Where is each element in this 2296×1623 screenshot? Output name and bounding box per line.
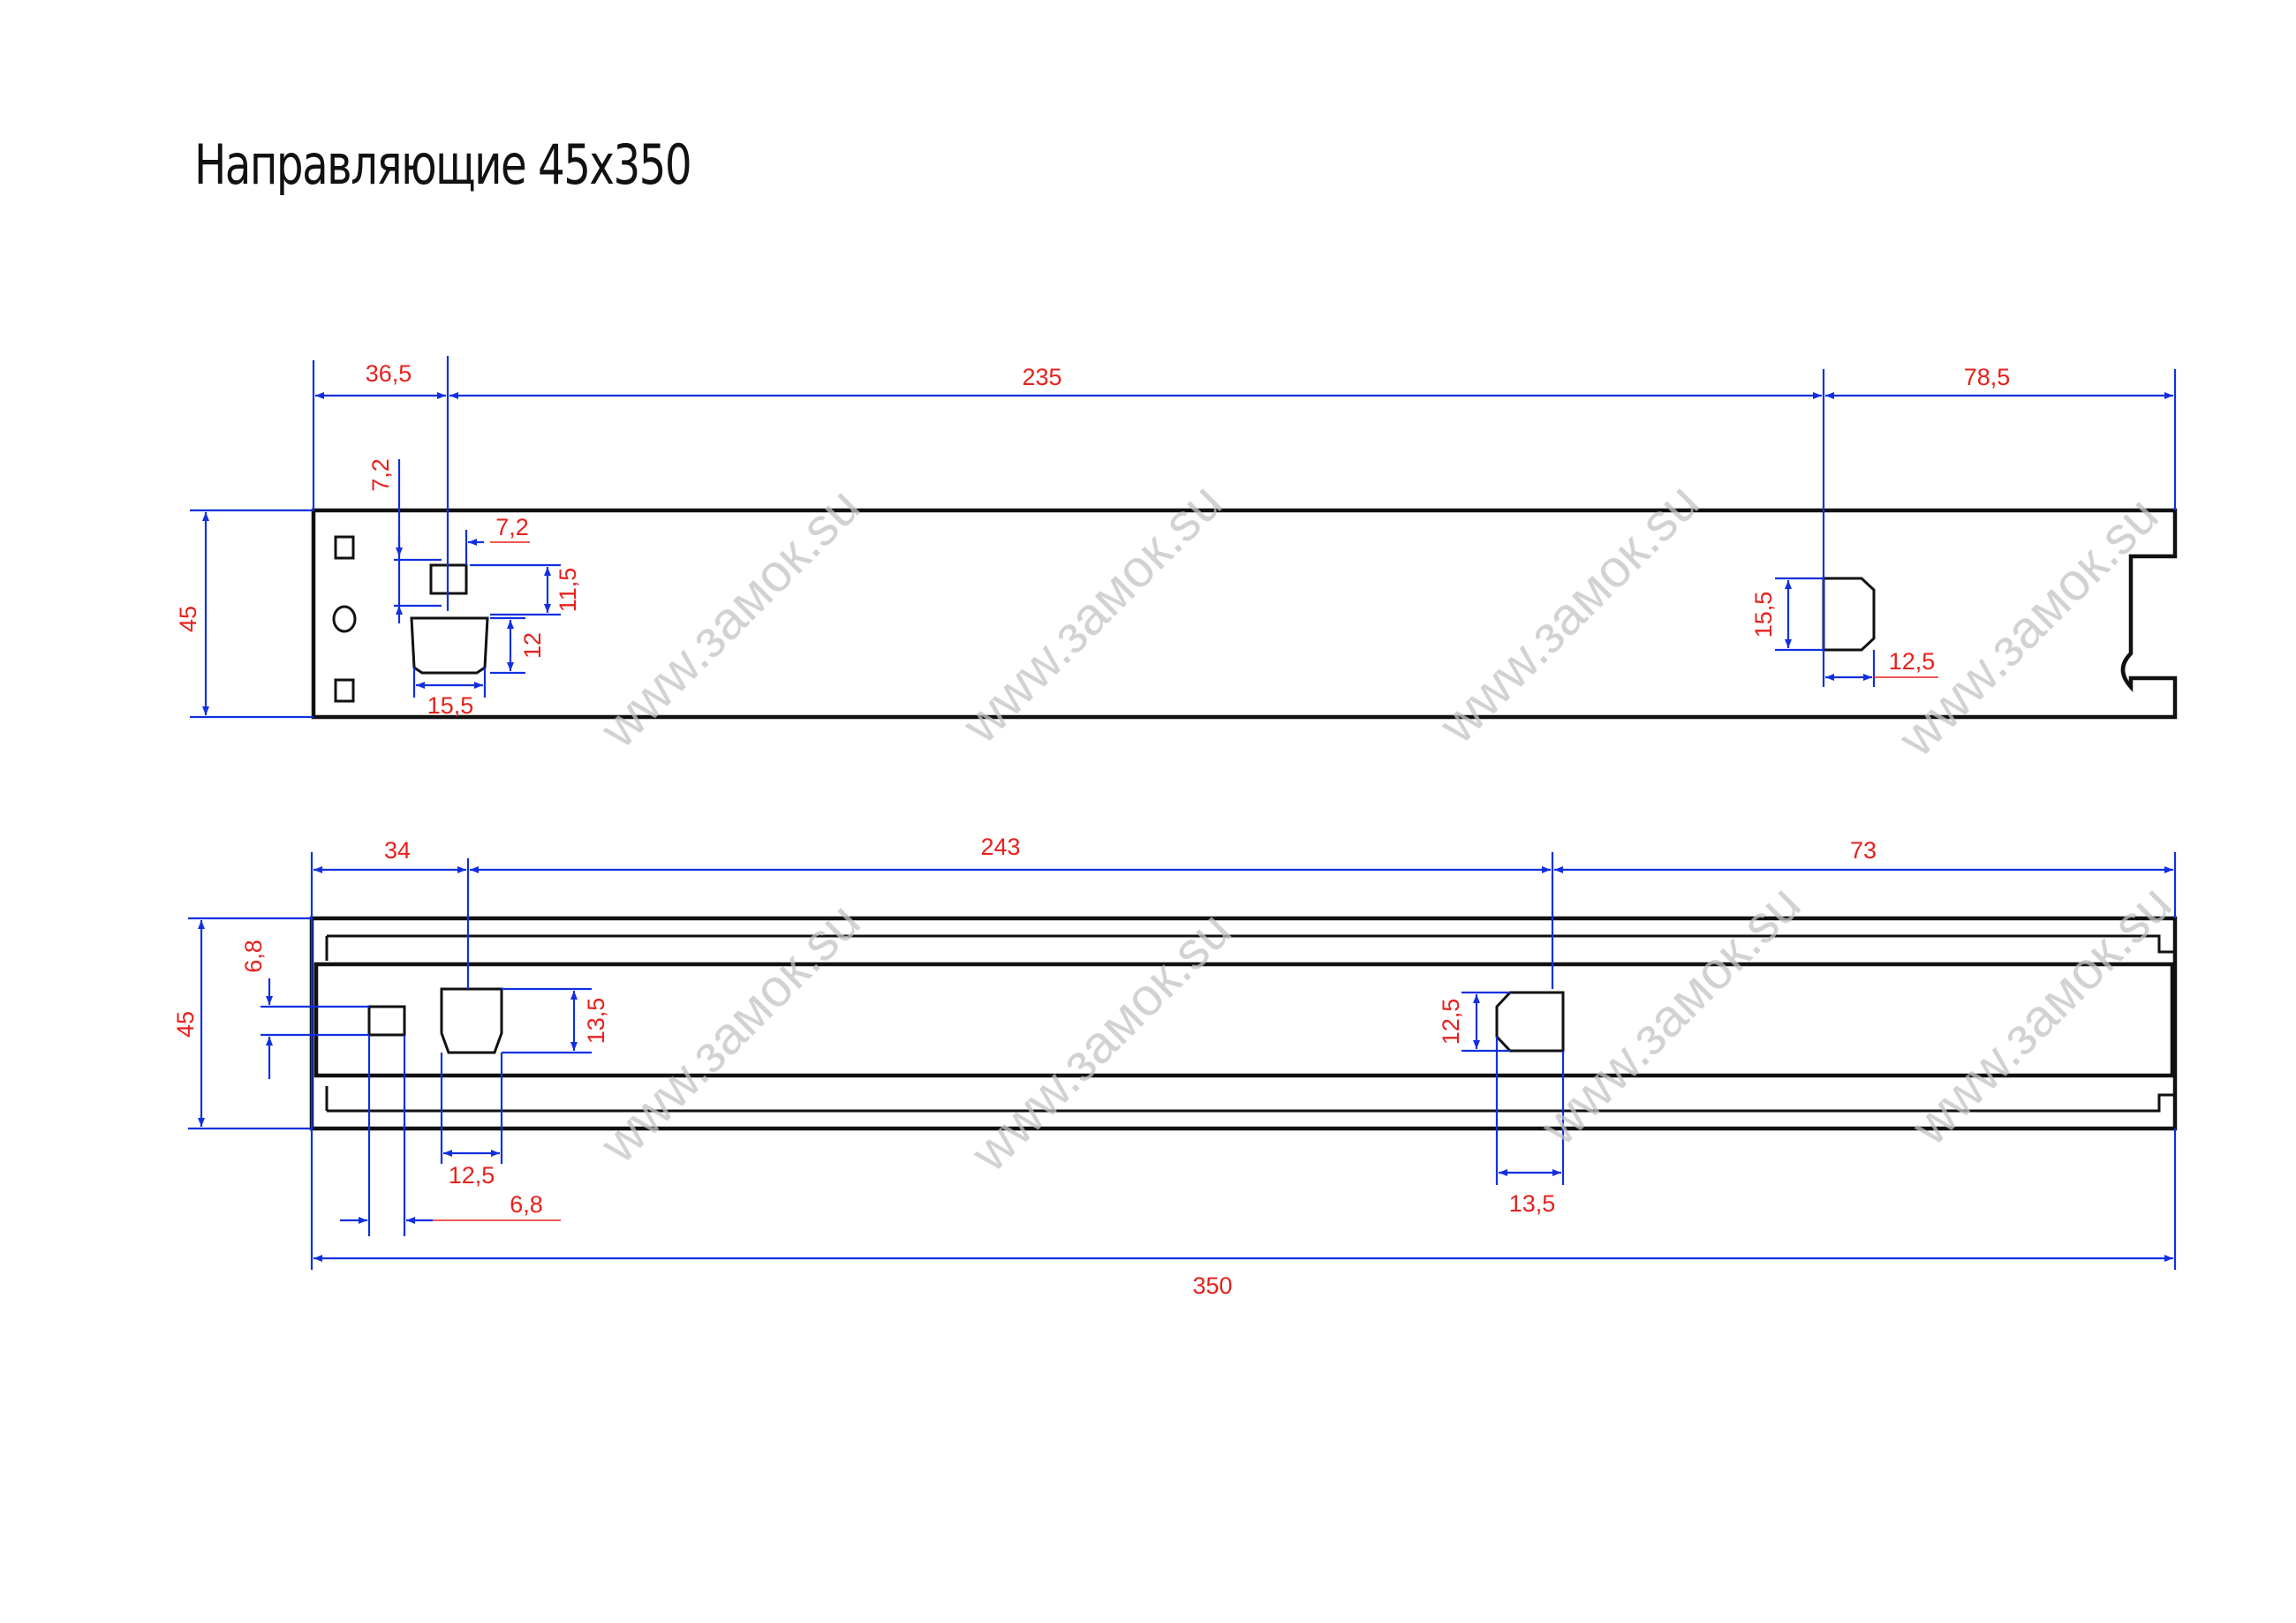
dim-bottom-tab-w: 12,5 (449, 1162, 495, 1189)
watermark-text: www.замок.su (1899, 873, 2182, 1156)
dim-top-d2: 235 (1022, 364, 1061, 390)
dim-bottom-d1: 34 (384, 837, 411, 864)
watermark-text: www.замок.su (950, 472, 1233, 754)
watermark-text: www.замок.su (959, 900, 1242, 1182)
watermark-text: www.замок.su (1529, 873, 1811, 1156)
dim-bottom-d3: 73 (1850, 837, 1877, 864)
dim-bottom-total: 350 (1192, 1272, 1232, 1299)
top-square-hole-1 (334, 535, 355, 560)
bottom-left-tab (440, 987, 503, 1054)
bottom-inner-channel (313, 962, 2175, 1078)
page-title: Направляющие 45х350 (194, 132, 692, 197)
top-rail-outline (311, 508, 2178, 720)
dim-top-tab-h: 12 (519, 632, 546, 659)
dim-bottom-d2: 243 (980, 834, 1020, 860)
dim-bottom-right-tab-h: 12,5 (1438, 999, 1464, 1046)
dim-bottom-hole-h: 6,8 (510, 1191, 543, 1218)
bottom-upper-flange (325, 934, 2175, 961)
dim-top-hole-v: 7,2 (367, 458, 394, 492)
dim-top-spacing: 11,5 (555, 568, 581, 613)
dim-bottom-hole-v: 6,8 (240, 940, 267, 973)
dim-bottom-right-tab-w: 13,5 (1509, 1190, 1556, 1217)
dim-top-height: 45 (175, 606, 201, 632)
top-square-hole-2 (334, 678, 355, 703)
watermark-text: www.замок.su (1427, 472, 1710, 754)
dim-top-d3: 78,5 (1964, 364, 2011, 390)
dim-top-right-tab-h: 15,5 (1750, 592, 1777, 638)
bottom-right-tab (1495, 991, 1565, 1053)
bottom-lower-flange (325, 1086, 2175, 1113)
dim-top-hole-h: 7,2 (495, 514, 529, 540)
top-left-tab (410, 616, 489, 675)
watermark-text: www.замок.su (588, 891, 871, 1174)
dim-bottom-tab-h: 13,5 (583, 998, 609, 1045)
dim-top-tab-w: 15,5 (427, 692, 474, 719)
bottom-small-hole (367, 1005, 406, 1037)
bottom-view: 34 243 73 45 6,8 13,5 12,5 6,8 12,5 (172, 834, 2178, 1299)
watermark-text: www.замок.su (1886, 485, 2169, 767)
dim-bottom-height: 45 (172, 1011, 199, 1038)
top-view: 36,5 235 78,5 45 7,2 7,2 11,5 12 15,5 (175, 356, 2178, 720)
top-right-tab (1822, 577, 1876, 652)
top-round-hole (332, 605, 357, 633)
dim-top-right-tab-w: 12,5 (1889, 648, 1936, 675)
dim-top-d1: 36,5 (366, 360, 412, 387)
